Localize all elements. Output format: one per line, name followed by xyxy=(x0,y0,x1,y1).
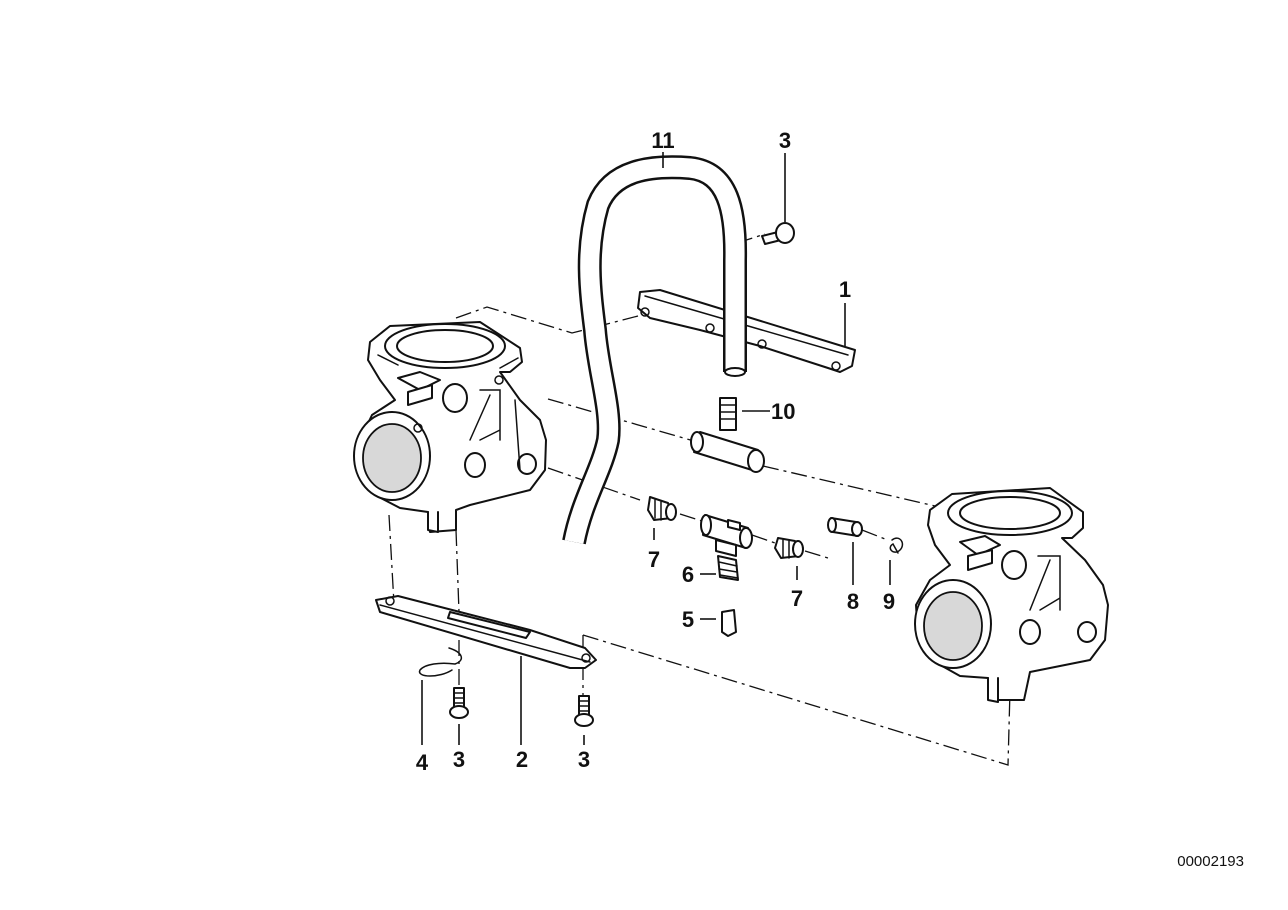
label-part-7-right: 7 xyxy=(791,586,803,611)
part-labels: 11 3 1 10 7 6 7 8 9 5 4 3 2 3 xyxy=(416,128,895,775)
label-part-5: 5 xyxy=(682,607,694,632)
label-part-3-right: 3 xyxy=(578,747,590,772)
label-part-4: 4 xyxy=(416,750,429,775)
screw-top xyxy=(761,222,795,245)
label-part-11: 11 xyxy=(651,128,674,153)
label-part-6: 6 xyxy=(682,562,694,587)
label-part-7-left: 7 xyxy=(648,547,660,572)
screw-lower-right xyxy=(574,695,594,727)
hose xyxy=(562,155,748,545)
sleeve xyxy=(827,517,863,537)
label-part-1: 1 xyxy=(839,277,851,302)
label-part-3-left: 3 xyxy=(453,747,465,772)
nipple-left xyxy=(647,496,677,521)
lower-bracket xyxy=(375,595,597,669)
carburetor-left xyxy=(353,321,547,533)
label-part-3-top: 3 xyxy=(779,128,791,153)
clip xyxy=(889,537,904,554)
nipple-right xyxy=(774,537,804,559)
label-part-10: 10 xyxy=(771,399,795,424)
t-piece xyxy=(690,397,765,473)
small-insert xyxy=(721,609,737,637)
label-part-8: 8 xyxy=(847,589,859,614)
circlip xyxy=(418,647,463,677)
reference-number: 00002193 xyxy=(1177,853,1244,870)
carburetor-right xyxy=(914,487,1109,703)
screw-lower-left xyxy=(449,687,469,719)
label-part-2: 2 xyxy=(516,747,528,772)
label-part-9: 9 xyxy=(883,589,895,614)
leader-lines xyxy=(421,152,891,745)
cross-fitting xyxy=(700,514,753,581)
